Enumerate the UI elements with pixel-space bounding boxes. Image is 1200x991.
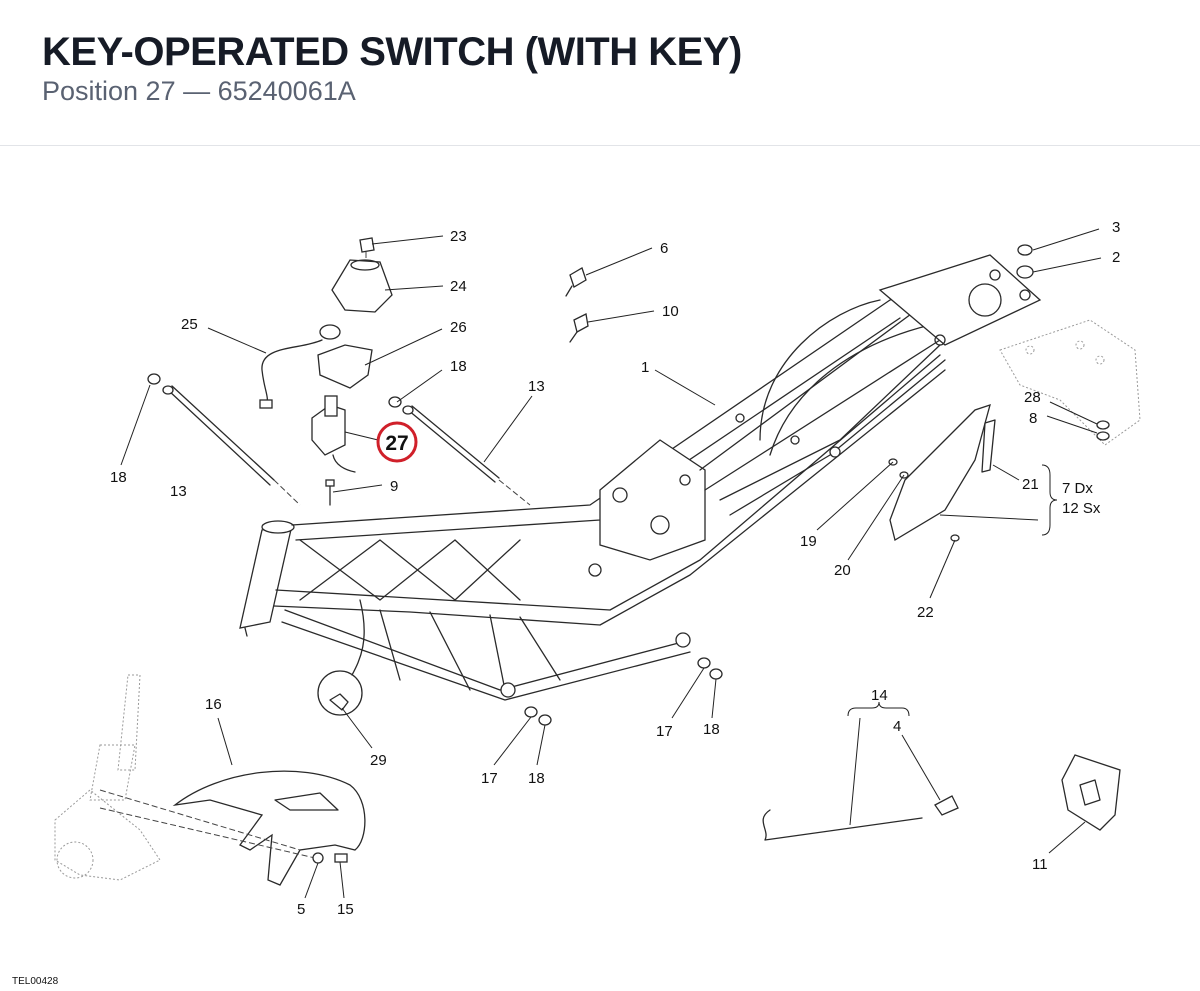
callout-6: 6 [660,240,668,257]
parts [54,237,1121,886]
callout-2: 2 [1112,249,1120,266]
callout-16: 16 [205,696,222,713]
page-title: KEY-OPERATED SWITCH (WITH KEY) [42,30,742,74]
callout-14: 14 [871,687,888,704]
highlight-number: 27 [385,432,408,455]
leader-lines [120,228,1102,899]
callout-10: 10 [662,303,679,320]
callout-13-center: 13 [528,378,545,395]
callout-3: 3 [1112,219,1120,236]
quantity-dx: 7 Dx [1062,480,1093,497]
highlight-ring [376,421,418,463]
rear-fender-outline [999,319,1141,446]
callout-18-center: 18 [528,770,545,787]
highlighted-callout-27[interactable]: 27 [376,421,418,463]
callout-17-right: 17 [656,723,673,740]
callout-21: 21 [1022,476,1039,493]
callout-9: 9 [390,478,398,495]
callout-28: 28 [1024,389,1041,406]
callout-29: 29 [370,752,387,769]
callout-5: 5 [297,901,305,918]
callout-26: 26 [450,319,467,336]
callout-19: 19 [800,533,817,550]
page-subtitle: Position 27 — 65240061A [42,76,356,106]
callout-20: 20 [834,562,851,579]
callout-18-left: 18 [110,469,127,486]
callout-13-left: 13 [170,483,187,500]
callout-11: 11 [1032,856,1048,873]
callout-8: 8 [1029,410,1037,427]
callout-23: 23 [450,228,467,245]
quantity-sx: 12 Sx [1062,500,1101,517]
callout-24: 24 [450,278,467,295]
callout-labels: 23 24 25 26 18 13 18 13 9 6 10 1 3 2 28 … [110,219,1120,918]
page-header: KEY-OPERATED SWITCH (WITH KEY) Position … [0,0,1200,146]
callout-17-center: 17 [481,770,498,787]
quantity-brace [1041,464,1058,536]
callout-18-upper: 18 [450,358,467,375]
callout-25: 25 [181,316,198,333]
callout-1: 1 [641,359,649,376]
drawing-reference: TEL00428 [12,976,59,987]
callout-18-right: 18 [703,721,720,738]
callout-15: 15 [337,901,354,918]
callout-4: 4 [893,718,901,735]
motorcycle-frame [239,254,1042,701]
callout-22: 22 [917,604,934,621]
